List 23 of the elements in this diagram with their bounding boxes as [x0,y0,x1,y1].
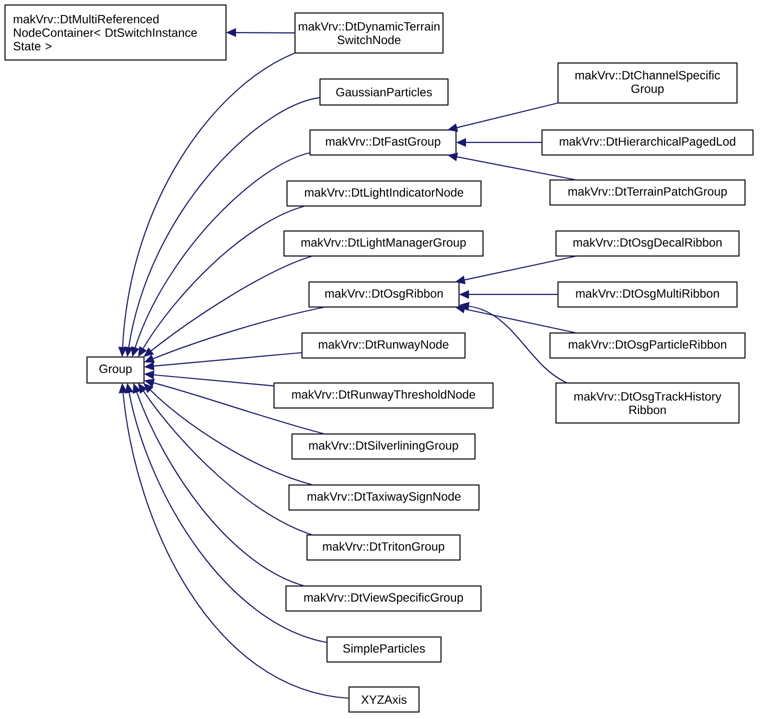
class-box: XYZAxis [348,686,420,712]
class-box: makVrv::DtDynamicTerrain SwitchNode [294,12,444,54]
class-box: SimpleParticles [326,636,442,662]
class-box: makVrv::DtSilverliningGroup [292,433,476,460]
class-box: makVrv::DtTaxiwaySignNode [288,484,480,510]
class-box: makVrv::DtMultiReferenced NodeContainer< DtSwitchInstance State > [4,4,226,60]
class-box: makVrv::DtFastGroup [310,129,456,156]
class-box: makVrv::DtOsgRibbon [308,281,460,308]
class-box: makVrv::DtHierarchicalPagedLod [542,129,754,156]
class-box: makVrv::DtLightIndicatorNode [286,180,482,206]
class-box: Group [86,356,144,384]
class-box: makVrv::DtChannelSpecific Group [558,62,738,104]
class-box: makVrv::DtRunwayNode [302,332,466,358]
class-box: makVrv::DtViewSpecificGroup [286,585,482,612]
class-box: makVrv::DtTritonGroup [306,534,460,560]
class-box: makVrv::DtLightManagerGroup [284,230,484,256]
class-box: makVrv::DtOsgTrackHistory Ribbon [556,382,740,424]
class-box: makVrv::DtRunwayThresholdNode [274,382,494,408]
class-box: makVrv::DtOsgDecalRibbon [556,230,740,256]
class-box: makVrv::DtOsgMultiRibbon [558,281,738,308]
class-box: makVrv::DtOsgParticleRibbon [550,332,746,358]
class-box: makVrv::DtTerrainPatchGroup [550,179,746,206]
class-box: GaussianParticles [320,78,448,106]
